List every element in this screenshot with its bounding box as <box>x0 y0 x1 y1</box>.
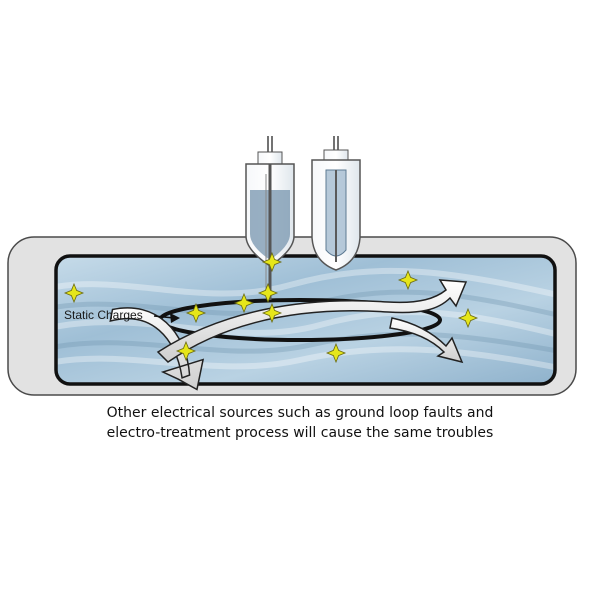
sparkle-star-icon <box>325 342 347 364</box>
caption-line-1: Other electrical sources such as ground … <box>106 405 494 421</box>
sparkle-star-icon <box>185 302 207 324</box>
sparkle-star-icon <box>257 282 279 304</box>
charge-markers <box>63 251 479 364</box>
diagram-caption: Other electrical sources such as ground … <box>0 403 600 443</box>
sparkle-star-icon <box>261 251 283 273</box>
sparkle-star-icon <box>457 307 479 329</box>
sparkle-star-icon <box>175 340 197 362</box>
caption-line-2: electro-treatment process will cause the… <box>106 425 494 441</box>
curved-flow-arrow-icon <box>389 317 464 364</box>
electrode-probe-icon <box>311 136 361 271</box>
sparkle-star-icon <box>397 269 419 291</box>
label-pointer-arrow-icon <box>153 313 180 323</box>
sparkle-star-icon <box>63 282 85 304</box>
static-charges-label: Static Charges <box>64 308 143 322</box>
sparkle-star-icon <box>233 292 255 314</box>
sparkle-star-icon <box>261 302 283 324</box>
curved-flow-arrow-icon <box>109 307 205 391</box>
